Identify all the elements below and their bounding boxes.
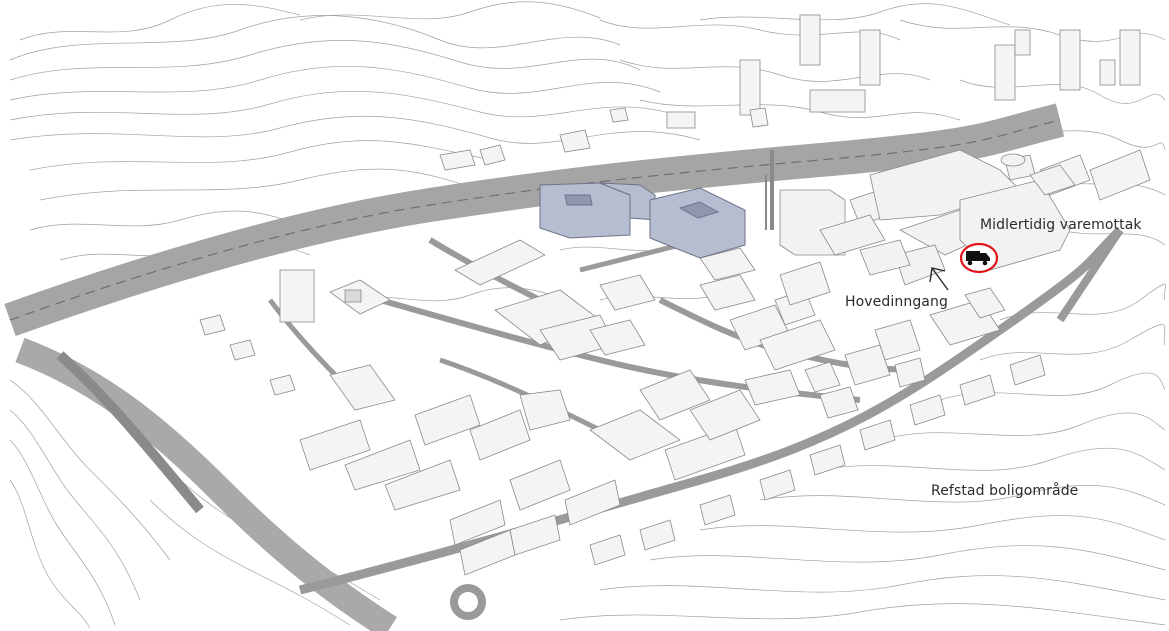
eastern-road <box>1056 227 1124 323</box>
road-network <box>4 103 1124 631</box>
highlighted-new-buildings <box>539 182 746 259</box>
highlighted-building-west <box>539 182 631 239</box>
delivery-label: Midlertidig varemottak <box>980 217 1142 233</box>
southern-road <box>298 226 1124 595</box>
entrance-label: Hovedinngang <box>845 294 948 310</box>
highlighted-building-east <box>649 187 746 259</box>
arrow-icon <box>929 267 949 291</box>
residential-area-label: Refstad boligområde <box>931 483 1079 499</box>
truck-icon <box>966 251 990 266</box>
delivery-marker <box>959 242 999 274</box>
